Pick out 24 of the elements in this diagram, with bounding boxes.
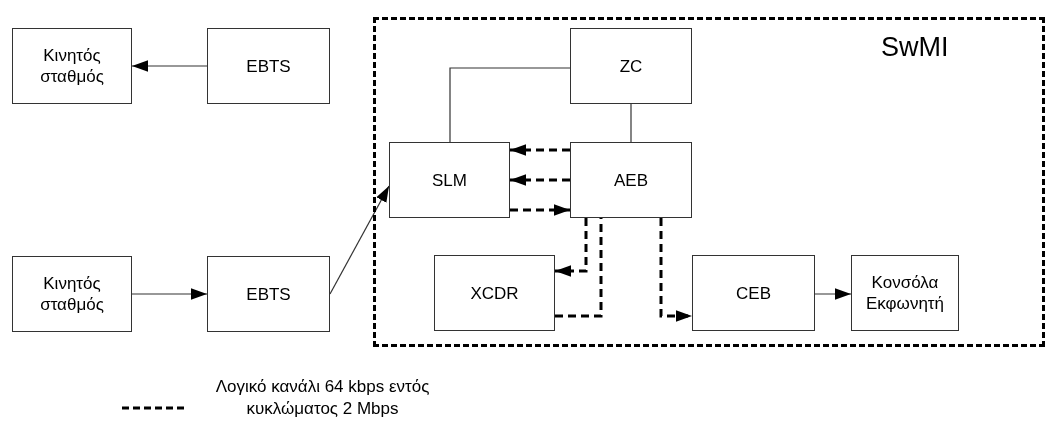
arrow [510, 144, 570, 156]
connector-line [449, 67, 571, 143]
process-box: Κινητός σταθμός [12, 28, 132, 104]
process-box: EBTS [207, 28, 330, 104]
arrow [555, 218, 588, 277]
process-box: Κονσόλα Εκφωνητή [851, 255, 959, 331]
process-box: Κινητός σταθμός [12, 256, 132, 332]
arrow [814, 288, 852, 300]
arrow [510, 174, 570, 186]
connector-line [630, 103, 632, 143]
arrow [510, 204, 570, 216]
system-boundary [373, 17, 1045, 347]
arrow [131, 288, 208, 300]
process-box: XCDR [434, 255, 555, 331]
process-box: SLM [389, 142, 510, 218]
legend-text: Λογικό κανάλι 64 kbps εντός κυκλώματος 2 Mbps [215, 376, 430, 420]
arrow [329, 185, 390, 295]
process-box: ZC [570, 28, 692, 104]
process-box: CEB [692, 255, 815, 331]
process-box: AEB [570, 142, 692, 218]
arrow [659, 218, 692, 322]
process-box: EBTS [207, 256, 330, 332]
group-title: SwMI [881, 32, 949, 62]
arrow [131, 60, 208, 72]
